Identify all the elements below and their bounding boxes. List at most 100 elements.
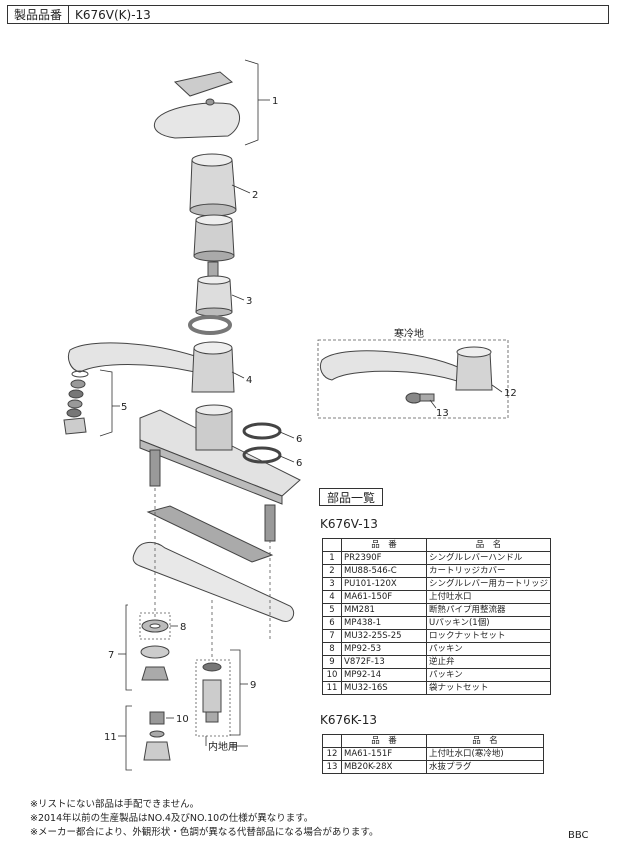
callout-10: 10	[176, 714, 189, 725]
note-2: ※2014年以前の生産製品はNO.4及びNO.10の仕様が異なります。	[30, 813, 314, 824]
callout-4: 4	[246, 375, 252, 386]
callout-1: 1	[272, 96, 278, 107]
part-number: MB20K-28X	[341, 760, 427, 774]
part-name: 上付吐水口	[425, 590, 552, 604]
part-base-body	[139, 404, 301, 542]
part-cartridge-sleeve	[193, 214, 235, 262]
row-number: 2	[322, 564, 342, 578]
part-number: MU88-546-C	[341, 564, 427, 578]
header-part-number: 品 番	[341, 734, 427, 748]
cold-region-label: 寒冷地	[394, 327, 424, 340]
row-number: 8	[322, 642, 342, 656]
part-name: パッキン	[425, 668, 552, 682]
row-number: 12	[322, 747, 342, 761]
part-number: PR2390F	[341, 551, 427, 565]
part-name: 上付吐水口(寒冷地)	[426, 747, 544, 761]
part-number: MA61-150F	[341, 590, 427, 604]
part-name: パッキン	[425, 642, 552, 656]
part-name: カートリッジカバー	[425, 564, 552, 578]
domestic-label: 内地用	[208, 740, 238, 753]
part-name: 水抜プラグ	[426, 760, 544, 774]
part-number: MU32-16S	[341, 681, 427, 695]
part-12-cold-region-spout	[319, 346, 493, 391]
row-number: 1	[322, 551, 342, 565]
row-number: 5	[322, 603, 342, 617]
part-name: 断熱パイプ用整流器	[425, 603, 552, 617]
row-number: 9	[322, 655, 342, 669]
part-7-lock-nut-set	[140, 619, 170, 681]
part-base-plate	[132, 542, 295, 622]
callout-6-upper: 6	[296, 434, 302, 445]
row-number: 6	[322, 616, 342, 630]
product-number-header: 製品品番 K676V(K)-13	[7, 5, 609, 24]
part-4-spout	[67, 341, 235, 393]
header-part-name: 品 名	[425, 538, 552, 552]
part-name: ロックナットセット	[425, 629, 552, 643]
part-number: MM281	[341, 603, 427, 617]
part-13-drain-plug	[405, 392, 435, 404]
part-base-gasket	[146, 505, 274, 563]
callout-6-lower: 6	[296, 458, 302, 469]
part-number: MP438-1	[341, 616, 427, 630]
part-name: Uパッキン(1個)	[425, 616, 552, 630]
part-number: MU32-25S-25	[341, 629, 427, 643]
row-number: 4	[322, 590, 342, 604]
parts-list-title: 部品一覧	[319, 488, 383, 506]
part-name: シングルレバーハンドル	[425, 551, 552, 565]
part-number: PU101-120X	[341, 577, 427, 591]
note-1: ※リストにない部品は手配できません。	[30, 799, 200, 810]
callout-12: 12	[504, 388, 517, 399]
table1-caption: K676V-13	[320, 517, 378, 531]
callout-5: 5	[121, 402, 127, 413]
footer-code: BBC	[568, 830, 589, 841]
part-ring	[188, 315, 232, 335]
callout-13: 13	[436, 408, 449, 419]
row-number: 13	[322, 760, 342, 774]
product-number-value: K676V(K)-13	[75, 7, 151, 22]
part-number: V872F-13	[341, 655, 427, 669]
callout-2: 2	[252, 190, 258, 201]
part-number: MP92-14	[341, 668, 427, 682]
product-number-label: 製品品番	[8, 6, 69, 23]
part-name: 逆止弁	[425, 655, 552, 669]
callout-7: 7	[108, 650, 114, 661]
table2-caption: K676K-13	[320, 713, 377, 727]
row-number: 7	[322, 629, 342, 643]
part-2-cartridge-cover	[189, 153, 237, 217]
part-11-nut-set	[143, 711, 171, 761]
part-5-aerator	[63, 370, 89, 435]
part-name: シングルレバー用カートリッジ	[425, 577, 552, 591]
row-number: 11	[322, 681, 342, 695]
part-number: MP92-53	[341, 642, 427, 656]
part-name: 袋ナットセット	[425, 681, 552, 695]
part-6-u-packing-upper	[242, 422, 282, 440]
part-number: MA61-151F	[341, 747, 427, 761]
part-9-check-valve	[202, 662, 222, 723]
callout-9: 9	[250, 680, 256, 691]
callout-8: 8	[180, 622, 186, 633]
row-number: 10	[322, 668, 342, 682]
header-part-name: 品 名	[426, 734, 544, 748]
part-6-u-packing-lower	[242, 446, 282, 464]
callout-3: 3	[246, 296, 252, 307]
part-3-cartridge	[195, 261, 233, 317]
note-3: ※メーカー都合により、外観形状・色調が異なる代替部品になる場合があります。	[30, 827, 379, 838]
part-1-handle	[153, 71, 240, 139]
header-part-number: 品 番	[341, 538, 427, 552]
